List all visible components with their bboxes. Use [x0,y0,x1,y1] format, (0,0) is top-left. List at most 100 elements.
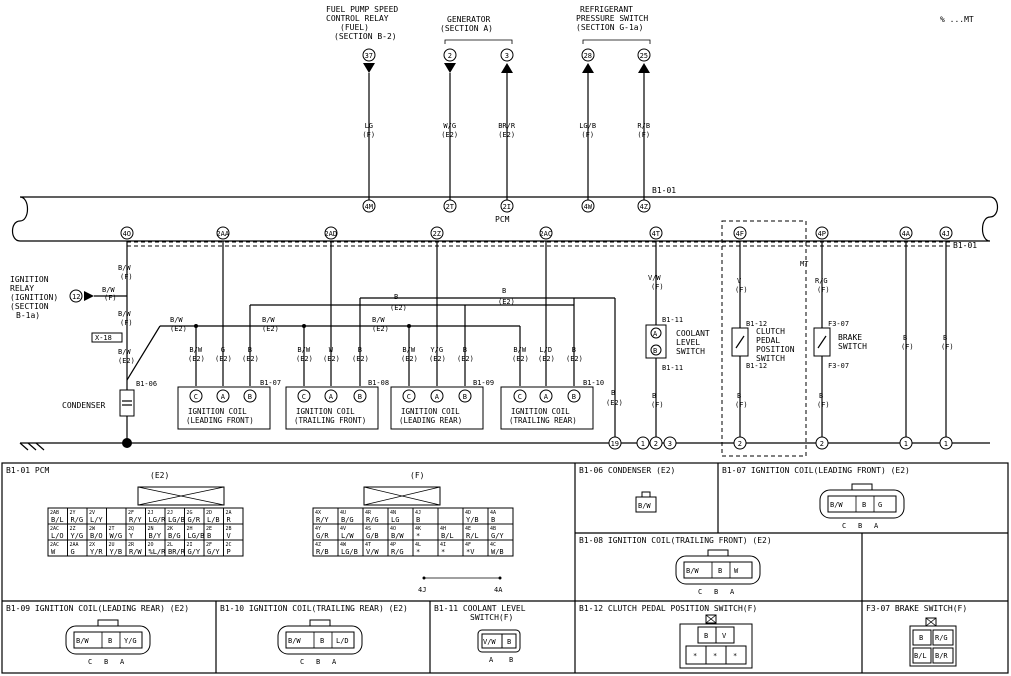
svg-text:(F): (F) [651,401,664,409]
ignition-relay: IGNITION RELAY (IGNITION) (SECTION B-1a)… [10,275,127,320]
svg-text:REFRIGERANT: REFRIGERANT [580,5,633,14]
svg-text:V: V [722,632,727,640]
svg-text:B: B [919,634,923,642]
svg-text:(F): (F) [651,283,664,291]
svg-text:(F): (F) [581,131,594,139]
svg-text:B/W: B/W [102,286,115,294]
pcm-pin-4J: 4J [939,226,953,240]
svg-text:B/L: B/L [441,532,454,540]
svg-text:V/W: V/W [483,638,496,646]
svg-text:(E2): (E2) [215,355,232,363]
b101-top: B1-01 [652,186,676,195]
svg-text:LG/B: LG/B [341,548,358,556]
svg-text:4J: 4J [415,510,421,516]
svg-text:IGNITION COIL: IGNITION COIL [296,407,355,416]
svg-text:B/W: B/W [118,348,131,356]
svg-text:B: B [248,346,252,354]
svg-text:2I: 2I [187,542,193,548]
svg-text:(LEADING REAR): (LEADING REAR) [399,416,462,425]
svg-text:F3-07 BRAKE SWITCH(F): F3-07 BRAKE SWITCH(F) [866,604,967,613]
svg-text:LEVEL: LEVEL [676,338,700,347]
svg-text:B1-09 IGNITION COIL(LEADING RE: B1-09 IGNITION COIL(LEADING REAR) (E2) [6,604,189,613]
svg-text:3: 3 [505,52,509,60]
svg-text:MT: MT [800,260,809,268]
svg-text:*: * [441,548,445,556]
svg-text:(SECTION G-1a): (SECTION G-1a) [576,23,643,32]
svg-text:SWITCH(F): SWITCH(F) [470,613,513,622]
svg-text:B/W: B/W [391,532,404,540]
svg-text:2L: 2L [167,542,173,548]
svg-text:2AC: 2AC [50,542,59,548]
svg-text:C: C [194,393,198,401]
svg-text:B1-12: B1-12 [746,362,767,370]
svg-text:2B: 2B [226,526,232,532]
svg-text:R/G: R/G [366,516,379,524]
svg-text:Y: Y [129,532,134,540]
pcm-pin-2AA: 2AA [216,226,230,240]
svg-text:2W: 2W [89,526,96,532]
svg-text:BR/R: BR/R [168,548,186,556]
svg-text:2: 2 [448,52,452,60]
svg-text:C: C [302,393,306,401]
svg-text:B/W: B/W [288,637,301,645]
svg-text:B/W: B/W [513,346,526,354]
svg-text:(E2): (E2) [390,304,407,312]
svg-text:4T: 4T [652,230,661,238]
svg-text:4W: 4W [584,203,593,211]
b111-connector: B1-11 COOLANT LEVEL SWITCH(F) V/W B A B [434,604,526,664]
svg-text:25: 25 [640,52,648,60]
svg-text:B1-12 CLUTCH PEDAL POSITION SW: B1-12 CLUTCH PEDAL POSITION SWITCH(F) [579,604,757,613]
svg-text:2T: 2T [446,203,455,211]
svg-text:(F): (F) [104,294,117,302]
svg-text:*: * [416,548,420,556]
bw-branch: B/W (E2) B/W (E2) B/W (E2) [126,316,521,386]
ground-node-1: 1 [636,436,650,450]
svg-text:1: 1 [944,440,948,448]
svg-text:4O: 4O [390,526,396,532]
svg-text:A: A [120,658,125,666]
svg-text:(E2): (E2) [352,355,369,363]
svg-text:SWITCH: SWITCH [676,347,705,356]
b106-connector: B1-06 CONDENSER (E2) B/W [579,466,675,513]
pcm-pin-4P: 4P [815,226,829,240]
top-wires: 37LG(F)4M2W/G(E2)2T3BR/R(E2)2I28LG/B(F)4… [362,48,651,213]
svg-text:2Y: 2Y [70,510,76,516]
svg-text:A: A [544,393,549,401]
svg-text:V: V [737,277,742,285]
svg-text:(IGNITION): (IGNITION) [10,293,58,302]
svg-text:37: 37 [365,52,373,60]
svg-text:B: B [509,656,513,664]
svg-text:R/B: R/B [316,548,329,556]
svg-text:B: B [903,334,907,342]
svg-text:G: G [71,548,75,556]
pcm-pin-2AC: 2AC [539,226,553,240]
svg-text:W: W [734,567,739,575]
pcm-label: PCM [495,215,510,224]
svg-text:2Z: 2Z [433,230,441,238]
svg-text:%L/R: %L/R [149,548,167,556]
svg-text:A: A [329,393,334,401]
svg-text:2C: 2C [226,542,232,548]
svg-text:B/W: B/W [189,346,202,354]
svg-text:2: 2 [654,440,658,448]
svg-text:A: A [489,656,494,664]
svg-text:(E2): (E2) [606,399,623,407]
svg-text:V/W: V/W [366,548,379,556]
svg-text:C: C [518,393,522,401]
svg-text:4C: 4C [490,542,496,548]
svg-text:PRESSURE SWITCH: PRESSURE SWITCH [576,14,648,23]
svg-text:B: B [358,393,362,401]
b109-connector: B1-09 IGNITION COIL(LEADING REAR) (E2) B… [6,604,189,666]
svg-text:B: B [104,658,108,666]
left-feed: B/W (F) B/W (F) X-18 B/W (E2) B1-06 COND… [62,241,157,448]
svg-text:1: 1 [904,440,908,448]
svg-text:CLUTCH: CLUTCH [756,327,785,336]
svg-text:L/B: L/B [207,516,220,524]
svg-text:R/G: R/G [935,634,948,642]
svg-text:2H: 2H [187,526,193,532]
